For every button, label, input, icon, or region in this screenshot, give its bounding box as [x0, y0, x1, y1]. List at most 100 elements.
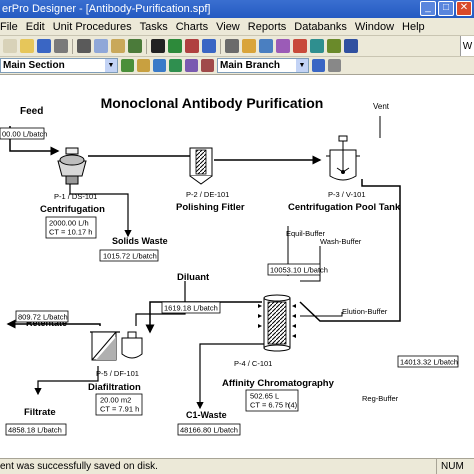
gantt-icon[interactable]: [310, 39, 324, 53]
open-icon[interactable]: [20, 39, 34, 53]
chevron-down-icon: ▼: [105, 59, 117, 72]
print-icon[interactable]: [54, 39, 68, 53]
chromatography-column-icon[interactable]: [258, 294, 296, 352]
unit-tag-centrifuge: P-1 / DS-101: [54, 192, 97, 201]
branch-select[interactable]: Main Branch ▼: [217, 58, 309, 73]
toolbar-separator: [220, 38, 221, 54]
stream-lines: [6, 116, 401, 410]
stream-name-feed: Feed: [20, 106, 43, 117]
menu-window[interactable]: Window: [354, 21, 395, 33]
stream-value-box: [5, 423, 67, 436]
zoom-icon[interactable]: [202, 39, 216, 53]
menu-charts[interactable]: Charts: [175, 21, 209, 33]
paste-icon[interactable]: [111, 39, 125, 53]
unit-info-diafiltration-0: 20.00 m2: [100, 396, 131, 405]
menu-reports[interactable]: Reports: [247, 21, 287, 33]
polishing-filter-icon[interactable]: [189, 147, 213, 185]
stream-name-c1-waste: C1-Waste: [186, 410, 227, 420]
status-bar: ent was successfully saved on disk. NUM: [0, 458, 474, 474]
unit-name-polishing-filter: Polishing Fitler: [176, 202, 245, 213]
flowsheet-canvas[interactable]: Monoclonal Antibody Purification: [0, 76, 474, 458]
unit-info-centrifuge-0: 2000.00 L/h: [49, 219, 89, 228]
menu-bar: File Edit Unit Procedures Tasks Charts View Re…: [0, 18, 474, 36]
section-select[interactable]: Main Section ▼: [0, 58, 118, 73]
unit-info-chromatography-2: (4): [288, 401, 298, 410]
flask4-icon[interactable]: [201, 59, 214, 72]
report-icon[interactable]: [276, 39, 290, 53]
stream-value-box: [0, 127, 45, 140]
toolbar-overflow-text[interactable]: W: [460, 36, 474, 56]
grid-icon[interactable]: [225, 39, 239, 53]
minimize-button[interactable]: _: [420, 1, 436, 16]
stream-value-equil-buffer: 10053.10 L/batch: [270, 266, 328, 275]
cut-icon[interactable]: [77, 39, 91, 53]
stream-name-diluant: Diluant: [177, 272, 210, 283]
flask2-icon[interactable]: [169, 59, 182, 72]
flask3-icon[interactable]: [185, 59, 198, 72]
flask-icon[interactable]: [153, 59, 166, 72]
add-branch-icon[interactable]: [312, 59, 325, 72]
maximize-button[interactable]: □: [438, 1, 454, 16]
menu-file[interactable]: File: [0, 21, 18, 33]
add-section-icon[interactable]: [121, 59, 134, 72]
menu-unit-procedures[interactable]: Unit Procedures: [52, 21, 132, 33]
equipment-icon[interactable]: [327, 39, 341, 53]
branch-props-icon[interactable]: [328, 59, 341, 72]
main-toolbar: W: [0, 36, 474, 57]
branch-select-value: Main Branch: [220, 60, 281, 71]
stream-value-elution-buffer: 14013.32 L/batch: [400, 358, 458, 367]
tank-icon[interactable]: [326, 135, 360, 181]
stream-name-wash-buffer: Wash-Buffer: [320, 237, 362, 246]
stream-value-feed: 00.00 L/batch: [2, 130, 47, 139]
stream-name-elution-buffer: Elution-Buffer: [342, 307, 388, 316]
help-icon[interactable]: [344, 39, 358, 53]
stream-value-box: [15, 310, 69, 323]
unit-info-chromatography-1: CT = 6.75 h: [250, 401, 289, 410]
stream-name-reg-buffer: Reg-Buffer: [362, 394, 399, 403]
bar-chart-icon[interactable]: [293, 39, 307, 53]
unit-name-pool-tank: Centrifugation Pool Tank: [288, 202, 401, 213]
window-title: erPro Designer - [Antibody-Purification.…: [2, 3, 211, 15]
num-lock-indicator: NUM: [436, 459, 474, 474]
menu-databanks[interactable]: Databanks: [294, 21, 347, 33]
unit-name-centrifuge: Centrifugation: [40, 204, 105, 215]
section-toolbar: Main Section ▼ Main Branch ▼: [0, 57, 474, 75]
toolbar-separator: [146, 38, 147, 54]
unit-name-diafiltration: Diafiltration: [88, 382, 141, 393]
unit-info-centrifuge-1: CT = 10.17 h: [49, 228, 92, 237]
stream-icon[interactable]: [185, 39, 199, 53]
copy-icon[interactable]: [94, 39, 108, 53]
stream-value-box: [177, 423, 241, 436]
menu-view[interactable]: View: [216, 21, 240, 33]
unit-tag-pool-tank: P-3 / V-101: [328, 190, 366, 199]
unit-info-box: [95, 393, 143, 416]
diafiltration-icon[interactable]: [91, 331, 143, 361]
menu-help[interactable]: Help: [402, 21, 425, 33]
stream-value-solids-waste: 1015.72 L/batch: [103, 252, 157, 261]
stream-value-c1-waste: 48166.80 L/batch: [180, 426, 238, 435]
chart-icon[interactable]: [242, 39, 256, 53]
connect-icon[interactable]: [168, 39, 182, 53]
table-icon[interactable]: [259, 39, 273, 53]
menu-edit[interactable]: Edit: [25, 21, 45, 33]
new-icon[interactable]: [3, 39, 17, 53]
centrifuge-icon[interactable]: [57, 147, 87, 185]
unit-name-chromatography: Affinity Chromatography: [222, 378, 335, 389]
stream-name-retentate: Retentate: [26, 318, 67, 328]
select-arrow-icon[interactable]: [151, 39, 165, 53]
section-props-icon[interactable]: [137, 59, 150, 72]
close-button[interactable]: ✕: [456, 1, 472, 16]
stream-name-solids-waste: Solids Waste: [112, 236, 168, 246]
menu-tasks[interactable]: Tasks: [139, 21, 168, 33]
stream-value-box: [99, 249, 159, 262]
chevron-down-icon: ▼: [296, 59, 308, 72]
save-icon[interactable]: [37, 39, 51, 53]
undo-icon[interactable]: [128, 39, 142, 53]
unit-info-chromatography-0: 502.65 L: [250, 392, 279, 401]
stream-value-diluant: 1619.18 L/batch: [164, 304, 218, 313]
toolbar-separator: [72, 38, 73, 54]
section-select-value: Main Section: [3, 60, 65, 71]
unit-info-box: [245, 389, 299, 412]
stream-name-filtrate: Filtrate: [24, 407, 56, 418]
stream-name-equil-buffer: Equil-Buffer: [286, 229, 326, 238]
